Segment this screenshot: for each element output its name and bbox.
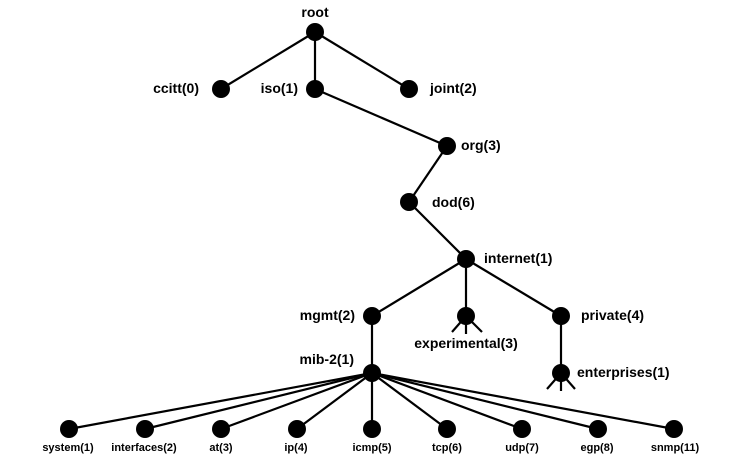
node-system — [60, 420, 78, 438]
label-enterprises: enterprises(1) — [577, 364, 670, 380]
edge-mib2-udp — [371, 371, 523, 431]
node-root — [306, 23, 324, 41]
label-snmp: snmp(11) — [651, 442, 700, 454]
edge-mib2-egp — [371, 371, 599, 431]
node-dod — [400, 193, 418, 211]
node-interfaces — [136, 420, 154, 438]
label-experimental: experimental(3) — [414, 335, 517, 351]
edge-mib2-interfaces — [144, 371, 373, 431]
node-joint — [400, 80, 418, 98]
edge-internet-private — [465, 258, 562, 317]
label-system: system(1) — [42, 442, 94, 454]
label-tcp: tcp(6) — [432, 442, 462, 454]
node-snmp — [665, 420, 683, 438]
edge-mib2-at — [220, 371, 373, 431]
label-internet: internet(1) — [484, 250, 552, 266]
label-iso: iso(1) — [261, 80, 298, 96]
label-egp: egp(8) — [581, 442, 614, 454]
label-private: private(4) — [581, 307, 644, 323]
label-root: root — [301, 4, 329, 20]
node-ip — [288, 420, 306, 438]
node-at — [212, 420, 230, 438]
node-experimental — [457, 307, 475, 325]
node-internet — [457, 250, 475, 268]
node-org — [438, 137, 456, 155]
label-ccitt: ccitt(0) — [153, 80, 199, 96]
edge-dod-internet — [408, 201, 467, 260]
label-interfaces: interfaces(2) — [111, 442, 177, 454]
label-ip: ip(4) — [284, 442, 308, 454]
edge-mib2-tcp — [371, 372, 448, 430]
tree-nodes — [60, 23, 683, 438]
node-tcp — [438, 420, 456, 438]
label-mgmt: mgmt(2) — [300, 307, 355, 323]
edge-iso-org — [314, 87, 448, 148]
edge-internet-mgmt — [371, 258, 467, 317]
edge-mib2-system — [68, 371, 373, 431]
label-udp: udp(7) — [505, 442, 539, 454]
label-icmp: icmp(5) — [352, 442, 391, 454]
node-icmp — [363, 420, 381, 438]
node-egp — [589, 420, 607, 438]
label-dod: dod(6) — [432, 194, 475, 210]
node-enterprises — [552, 364, 570, 382]
edge-mib2-snmp — [371, 371, 675, 431]
edge-mib2-ip — [296, 372, 373, 430]
label-org: org(3) — [461, 137, 501, 153]
node-ccitt — [212, 80, 230, 98]
label-joint: joint(2) — [429, 80, 477, 96]
node-udp — [513, 420, 531, 438]
edge-org-dod — [408, 145, 448, 203]
edge-root-joint — [314, 31, 410, 90]
node-mgmt — [363, 307, 381, 325]
node-private — [552, 307, 570, 325]
label-mib2: mib-2(1) — [300, 351, 354, 367]
label-at: at(3) — [209, 442, 233, 454]
tree-edges — [68, 31, 675, 431]
node-mib2 — [363, 364, 381, 382]
edge-root-ccitt — [220, 31, 316, 90]
node-iso — [306, 80, 324, 98]
